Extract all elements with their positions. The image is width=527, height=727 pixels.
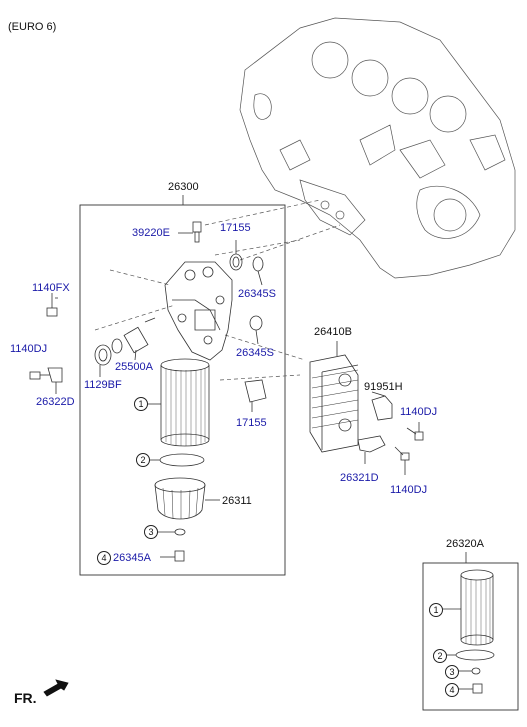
filter-element-drawing bbox=[147, 358, 210, 447]
label-1140dj-left[interactable]: 1140DJ bbox=[10, 343, 48, 355]
label-26321d[interactable]: 26321D bbox=[340, 472, 379, 484]
seal-17155-bottom-drawing bbox=[244, 379, 267, 412]
label-26320a[interactable]: 26320A bbox=[446, 538, 484, 550]
bolt-1140dj-right-bottom-drawing bbox=[394, 446, 410, 475]
valve-25500a-drawing bbox=[111, 317, 156, 361]
label-26345s-upper[interactable]: 26345S bbox=[238, 288, 276, 300]
oring-2-drawing bbox=[149, 453, 205, 467]
seal-17155-top-drawing bbox=[229, 240, 243, 271]
label-26322d[interactable]: 26322D bbox=[36, 396, 75, 408]
engine-block-drawing bbox=[239, 17, 516, 279]
kit-callout-1[interactable]: 1 bbox=[429, 603, 443, 617]
label-26410b[interactable]: 26410B bbox=[314, 326, 352, 338]
bracket-91951h-drawing bbox=[371, 391, 393, 421]
front-direction-label: FR. bbox=[14, 690, 37, 706]
cap-26311-drawing bbox=[154, 477, 220, 520]
label-26345a[interactable]: 26345A bbox=[113, 552, 151, 564]
callout-1[interactable]: 1 bbox=[134, 397, 148, 411]
label-26345s-lower[interactable]: 26345S bbox=[236, 347, 274, 359]
oring-26345s-lower-drawing bbox=[249, 315, 263, 345]
label-1140fx[interactable]: 1140FX bbox=[32, 282, 70, 294]
kit-oring-drawing bbox=[446, 649, 495, 661]
label-91951h[interactable]: 91951H bbox=[364, 381, 403, 393]
label-26300[interactable]: 26300 bbox=[168, 181, 199, 193]
label-1140dj-right-bottom[interactable]: 1140DJ bbox=[390, 484, 428, 496]
oil-cooler-26410b-drawing bbox=[309, 341, 359, 453]
assembly-26300-box bbox=[79, 204, 286, 576]
label-39220e[interactable]: 39220E bbox=[132, 227, 170, 239]
label-1140dj-right-top[interactable]: 1140DJ bbox=[400, 406, 438, 418]
bolt-bracket-left-drawing bbox=[29, 367, 63, 394]
kit-small-oring-drawing bbox=[458, 667, 481, 675]
front-arrow-icon bbox=[43, 679, 69, 697]
bolt-1140fx-drawing bbox=[46, 293, 58, 317]
bracket-26321d-drawing bbox=[357, 435, 386, 464]
callout-3[interactable]: 3 bbox=[144, 525, 158, 539]
label-25500a[interactable]: 25500A bbox=[115, 361, 153, 373]
filter-housing-drawing bbox=[164, 261, 233, 361]
label-17155-bottom[interactable]: 17155 bbox=[236, 417, 267, 429]
label-26311[interactable]: 26311 bbox=[222, 495, 252, 507]
plug-4-drawing bbox=[160, 550, 185, 562]
bolt-1140dj-right-top-drawing bbox=[406, 422, 424, 441]
label-17155-top[interactable]: 17155 bbox=[220, 222, 251, 234]
callout-4[interactable]: 4 bbox=[97, 551, 111, 565]
kit-26320a-box bbox=[422, 562, 519, 711]
oring-26345s-upper-drawing bbox=[252, 256, 264, 286]
kit-plug-drawing bbox=[458, 683, 483, 694]
plug-1129bf-drawing bbox=[94, 344, 112, 377]
kit-callout-4[interactable]: 4 bbox=[445, 683, 459, 697]
kit-callout-3[interactable]: 3 bbox=[445, 665, 459, 679]
kit-filter-element-drawing bbox=[442, 569, 494, 646]
sensor-39220e-drawing bbox=[178, 221, 202, 243]
kit-callout-2[interactable]: 2 bbox=[433, 649, 447, 663]
label-1129bf[interactable]: 1129BF bbox=[84, 379, 122, 391]
variant-heading: (EURO 6) bbox=[8, 21, 57, 33]
oring-3-drawing bbox=[156, 528, 186, 536]
callout-2[interactable]: 2 bbox=[136, 453, 150, 467]
